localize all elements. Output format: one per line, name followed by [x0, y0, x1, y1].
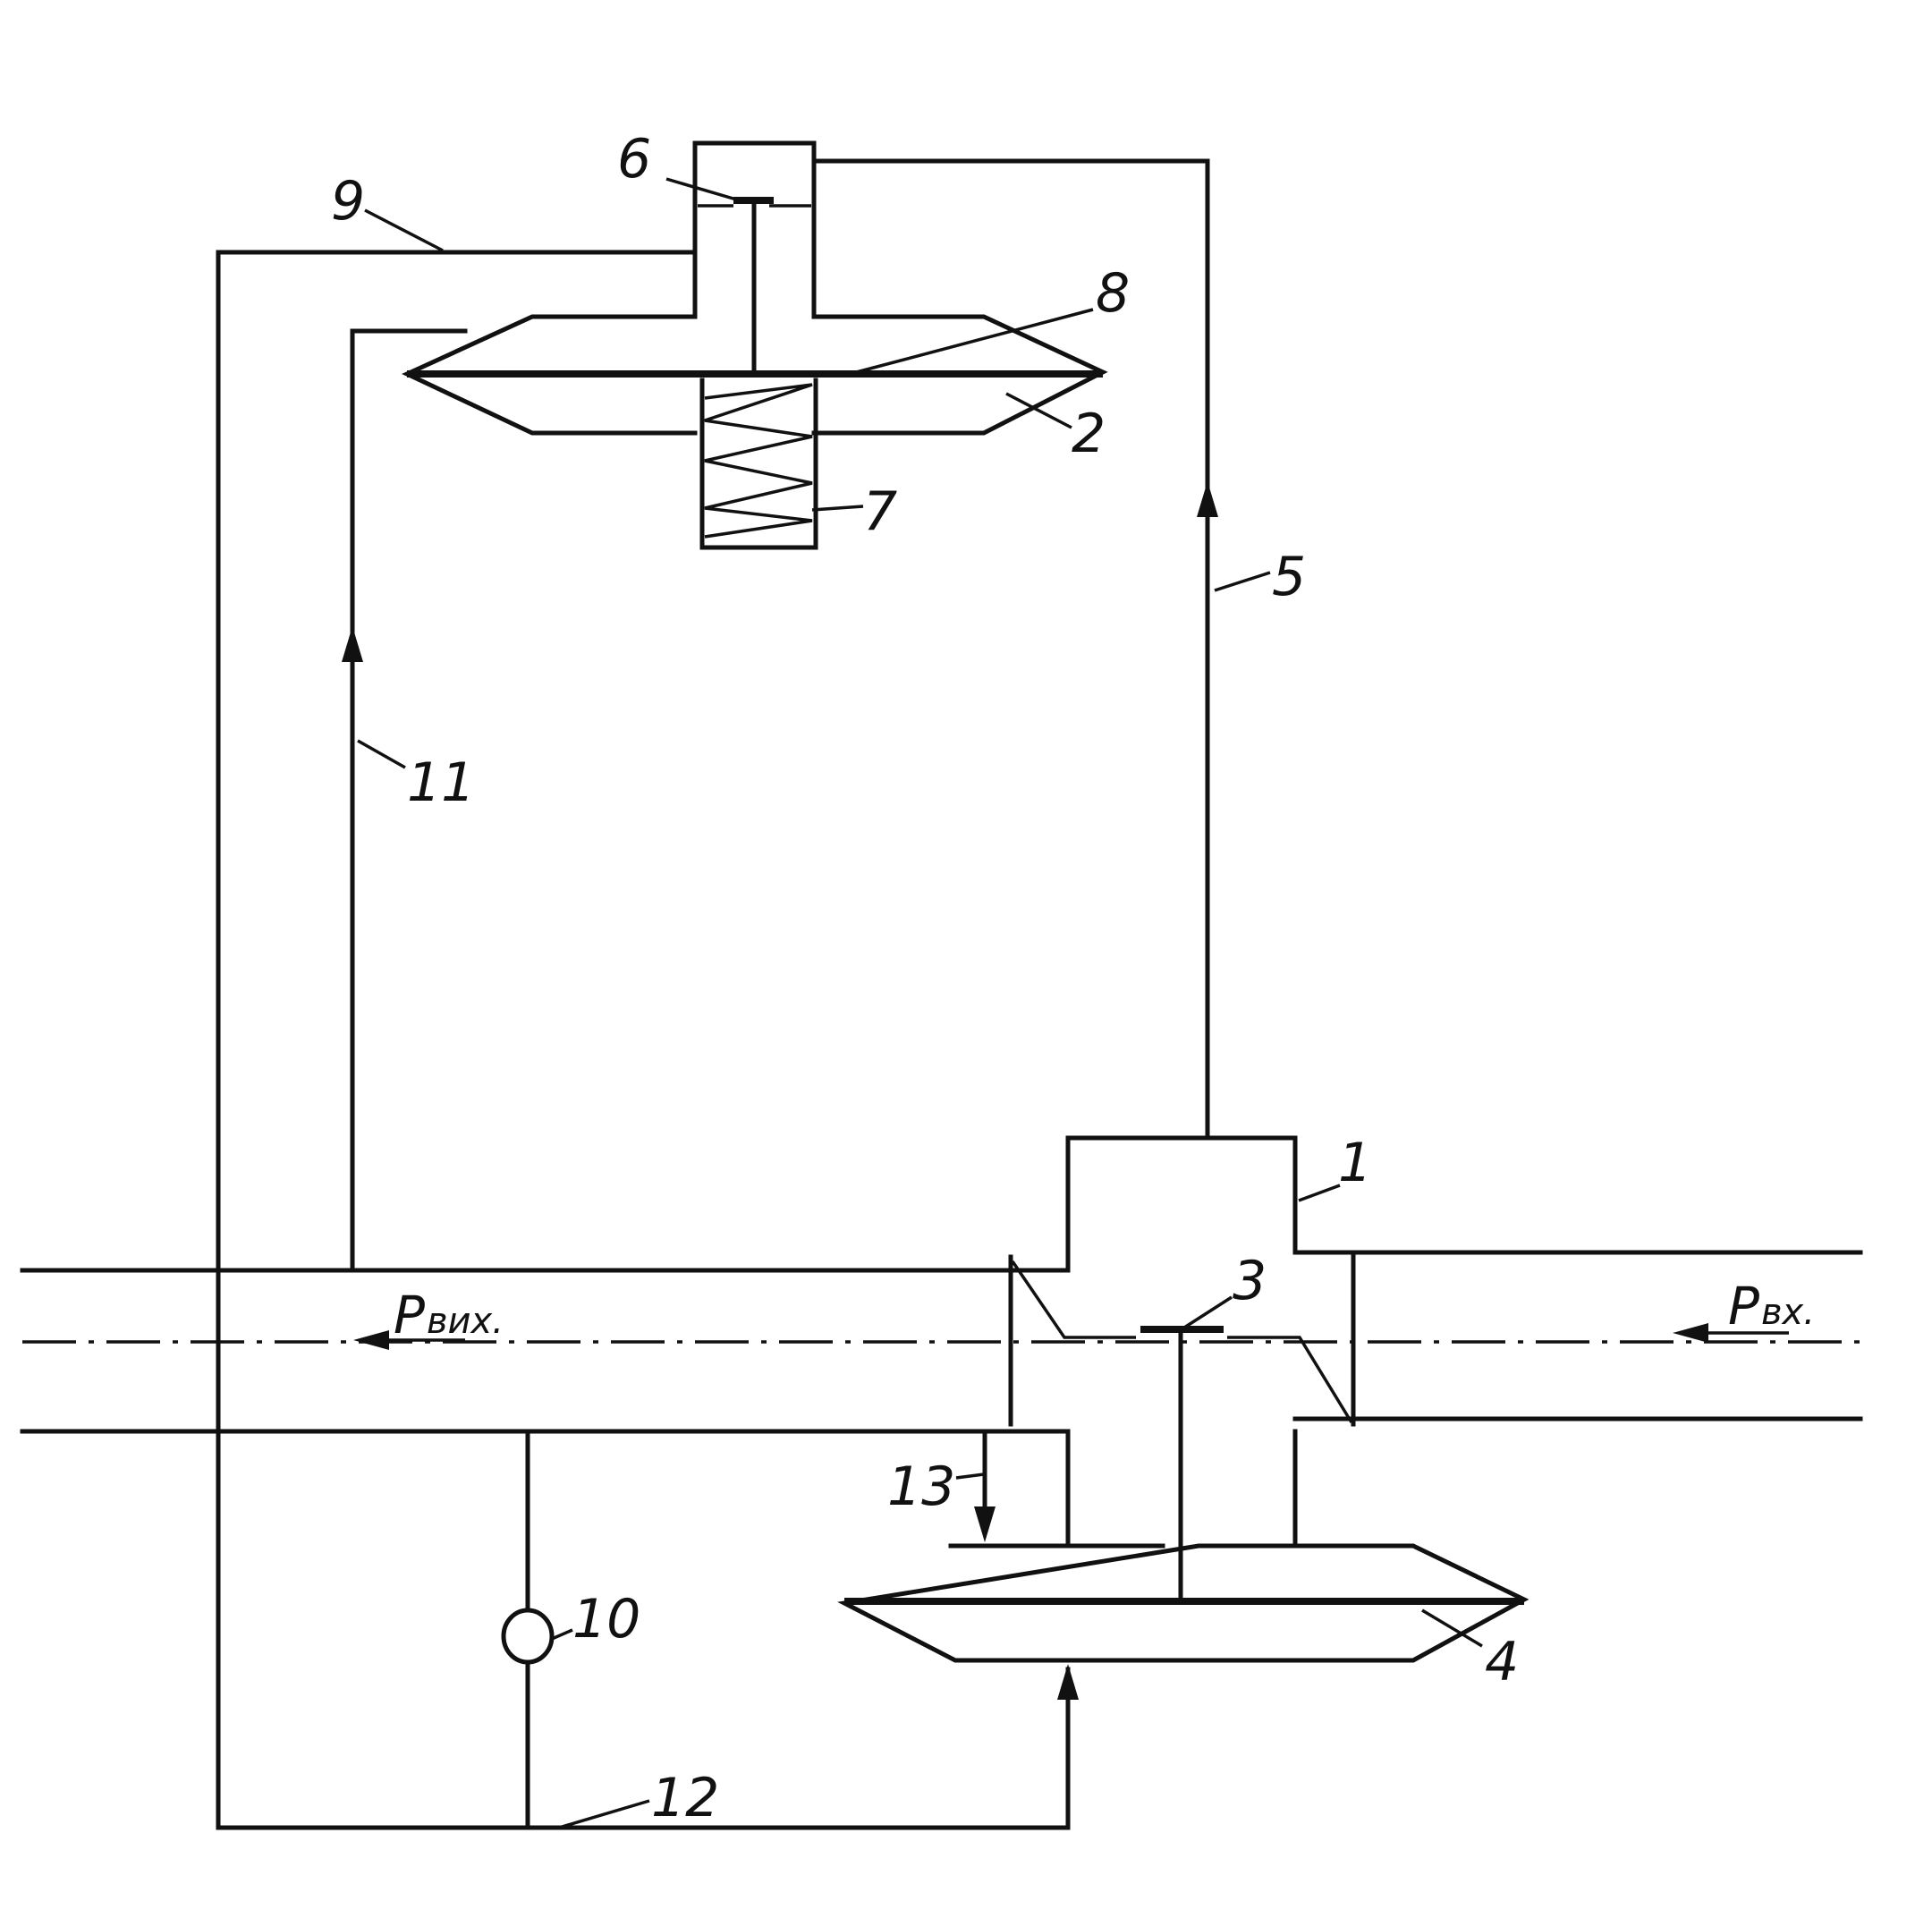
leader-3: [1183, 1295, 1233, 1329]
line-9-12: [216, 250, 1071, 1830]
leader-7: [811, 505, 864, 512]
outlet-pressure-subscript: вих.: [427, 1301, 504, 1342]
label-8: 8: [1096, 262, 1130, 325]
line-5-arrow: [1197, 481, 1218, 517]
line-11-arrow: [342, 626, 363, 662]
outlet-pressure-label: Pвих.: [394, 1285, 504, 1345]
reference-numerals: 6 9 8 2 7 5 11 1 3 13 10 4 12: [331, 128, 1519, 1829]
inlet-pressure-symbol: P: [1728, 1276, 1759, 1337]
label-10: 10: [572, 1588, 640, 1651]
label-1: 1: [1338, 1132, 1372, 1194]
inlet-pressure-label: Pвх.: [1728, 1276, 1815, 1337]
seat-partition-left: [1011, 1260, 1136, 1339]
label-9: 9: [331, 170, 365, 233]
leader-lines: [357, 177, 1483, 1829]
spring-housing: [699, 378, 818, 550]
label-3: 3: [1233, 1250, 1267, 1312]
leader-11: [357, 739, 406, 769]
seat-partition-right: [1227, 1336, 1353, 1423]
valve-plug-3: [1140, 1326, 1224, 1600]
main-pipeline: [20, 1250, 1863, 1434]
leader-6: [665, 177, 743, 203]
inlet-arrow-head: [1673, 1323, 1708, 1343]
pressure-labels: Pвих. Pвх.: [394, 1276, 1815, 1345]
outlet-arrow-head: [353, 1330, 389, 1350]
label-12: 12: [651, 1767, 719, 1829]
outlet-pressure-symbol: P: [394, 1285, 425, 1345]
label-7: 7: [863, 480, 897, 543]
label-5: 5: [1272, 546, 1306, 608]
leader-10: [551, 1628, 573, 1641]
line-12-arrow: [1057, 1664, 1079, 1700]
pilot-seat-body-right: [692, 140, 817, 319]
label-6: 6: [617, 128, 651, 191]
leader-1: [1298, 1184, 1341, 1202]
leader-2: [1005, 392, 1072, 429]
flow-arrows: [353, 1323, 1789, 1350]
inlet-pressure-subscript: вх.: [1761, 1292, 1815, 1333]
line-13-arrow: [974, 1506, 996, 1542]
leader-5: [1214, 571, 1271, 592]
label-4: 4: [1485, 1631, 1519, 1693]
label-2: 2: [1072, 403, 1106, 465]
regulator-body-1: [1008, 1135, 1356, 1549]
label-11: 11: [407, 751, 475, 814]
line-5: [811, 158, 1210, 1141]
diaphragm-actuator-4: [837, 1543, 1530, 1663]
leader-4: [1421, 1608, 1483, 1648]
leader-8: [849, 308, 1094, 376]
body-top-chamber: [1065, 1135, 1298, 1273]
leader-13: [955, 1472, 985, 1480]
spring-7: [704, 383, 813, 539]
leader-9: [364, 208, 444, 252]
impulse-lines: [216, 158, 1218, 1830]
label-13: 13: [887, 1455, 955, 1518]
line-11: [350, 328, 468, 1273]
throttle-10: [501, 1608, 555, 1665]
leader-12: [558, 1799, 650, 1829]
pilot-valve: [402, 140, 1108, 550]
